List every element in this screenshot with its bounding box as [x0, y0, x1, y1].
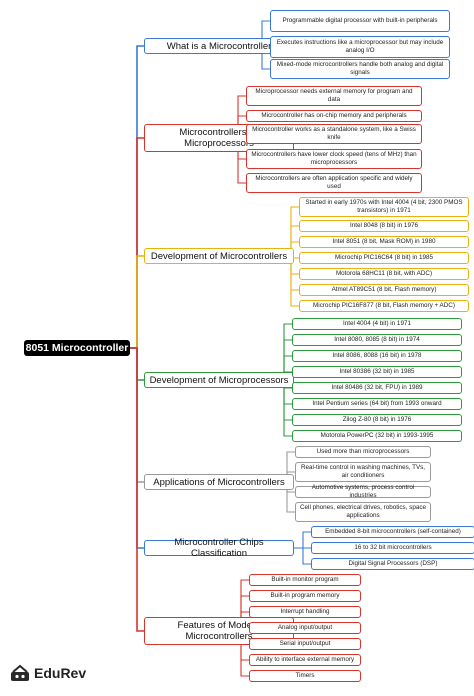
- branch-node: Applications of Microcontrollers: [144, 474, 294, 490]
- leaf-node: Interrupt handling: [249, 606, 361, 618]
- leaf-node: 16 to 32 bit microcontrollers: [311, 542, 474, 554]
- branch-node: Microcontroller Chips Classification: [144, 537, 294, 559]
- leaf-node: Intel 8051 (8 bit, Mask ROM) in 1980: [299, 236, 469, 248]
- root-branch-connector: [130, 347, 144, 632]
- leaf-node: Built-in program memory: [249, 590, 361, 602]
- leaf-node: Intel 4004 (4 bit) in 1971: [292, 318, 462, 330]
- leaf-node: Intel 8086, 8088 (16 bit) in 1978: [292, 350, 462, 362]
- leaf-node: Used more than microprocessors: [295, 446, 431, 458]
- branch-leaf-connector: [294, 547, 311, 565]
- leaf-node: Mixed-mode microcontrollers handle both …: [270, 59, 450, 79]
- leaf-node: Microprocessor needs external memory for…: [246, 86, 422, 106]
- leaf-node: Embedded 8-bit microcontrollers (self-co…: [311, 526, 474, 538]
- leaf-node: Automotive systems, process control indu…: [295, 484, 431, 499]
- leaf-node: Timers: [249, 670, 361, 682]
- branch-node: Development of Microprocessors: [144, 372, 294, 388]
- leaf-node: Atmel AT89C51 (8 bit, Flash memory): [299, 284, 469, 296]
- leaf-node: Microchip PIC16C64 (8 bit) in 1985: [299, 252, 469, 264]
- leaf-node: Ability to interface external memory: [249, 654, 361, 666]
- leaf-node: Intel Pentium series (64 bit) from 1993 …: [292, 398, 462, 410]
- edurev-logo-text: EduRev: [34, 665, 87, 681]
- leaf-node: Analog input/output: [249, 622, 361, 634]
- root-branch-connector: [130, 255, 144, 349]
- leaf-node: Intel 8048 (8 bit) in 1976: [299, 220, 469, 232]
- leaf-node: Zilog Z-80 (8 bit) in 1976: [292, 414, 462, 426]
- leaf-node: Cell phones, electrical drives, robotics…: [295, 502, 431, 522]
- branch-leaf-connector: [294, 531, 311, 549]
- leaf-node: Microcontrollers have lower clock speed …: [246, 149, 422, 169]
- leaf-node: Microcontroller works as a standalone sy…: [246, 124, 422, 144]
- leaf-node: Started in early 1970s with Intel 4004 (…: [299, 197, 469, 217]
- leaf-node: Motorola PowerPC (32 bit) in 1993-1995: [292, 430, 462, 442]
- leaf-node: Built-in monitor program: [249, 574, 361, 586]
- edurev-logo: EduRev: [10, 664, 86, 682]
- leaf-node: Real-time control in washing machines, T…: [295, 462, 431, 482]
- leaf-node: Motorola 68HC11 (8 bit, with ADC): [299, 268, 469, 280]
- branch-node: Development of Microcontrollers: [144, 248, 294, 264]
- leaf-node: Microcontrollers are often application s…: [246, 173, 422, 193]
- leaf-node: Serial input/output: [249, 638, 361, 650]
- leaf-node: Intel 80386 (32 bit) in 1985: [292, 366, 462, 378]
- leaf-node: Microcontroller has on-chip memory and p…: [246, 110, 422, 122]
- branch-node: What is a Microcontroller: [144, 38, 294, 54]
- leaf-node: Programmable digital processor with buil…: [270, 10, 450, 32]
- edurev-logo-icon: [11, 664, 29, 681]
- root-node: 8051 Microcontroller: [24, 340, 130, 356]
- leaf-node: Intel 80486 (32 bit, FPU) in 1989: [292, 382, 462, 394]
- leaf-node: Microchip PIC16F877 (8 bit, Flash memory…: [299, 300, 469, 312]
- leaf-node: Executes instructions like a microproces…: [270, 36, 450, 58]
- leaf-node: Intel 8080, 8085 (8 bit) in 1974: [292, 334, 462, 346]
- leaf-node: Digital Signal Processors (DSP): [311, 558, 474, 570]
